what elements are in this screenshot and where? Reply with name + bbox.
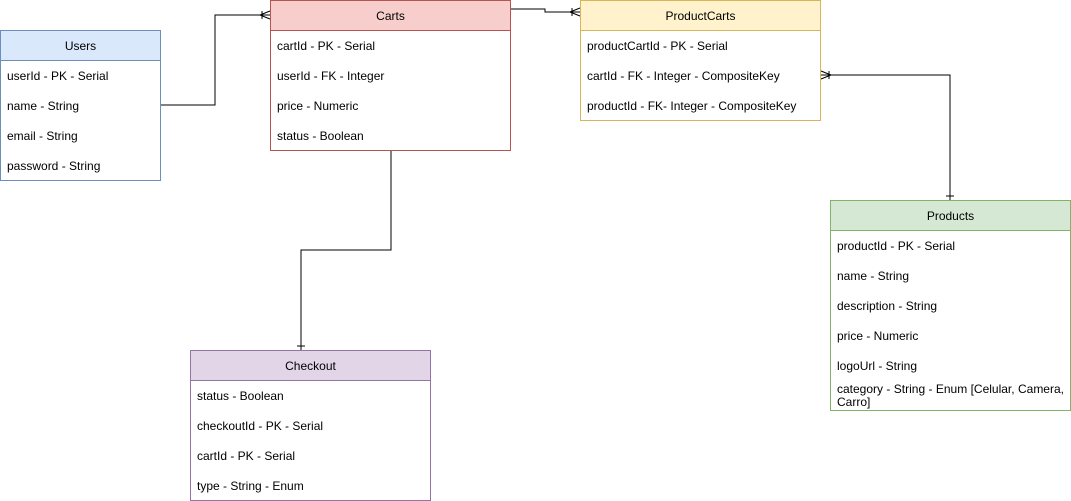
- checkout-title: Checkout: [191, 351, 430, 381]
- products-field: productId - PK - Serial: [837, 239, 956, 253]
- checkout-field: status - Boolean: [197, 389, 284, 403]
- users-field: name - String: [7, 99, 80, 113]
- products-field: description - String: [837, 299, 938, 313]
- carts-field: cartId - PK - Serial: [277, 39, 376, 53]
- productcarts-title: ProductCarts: [581, 1, 820, 31]
- users-carts-connector: [161, 14, 270, 106]
- productcarts-products-connector: [821, 74, 951, 200]
- products-table[interactable]: Products productId - PK - Serial name - …: [830, 200, 1071, 411]
- productcarts-field: cartId - FK - Integer - CompositeKey: [587, 69, 780, 83]
- productcarts-many-crowfoot: [569, 7, 581, 17]
- productcarts-table[interactable]: ProductCarts productCartId - PK - Serial…: [580, 0, 821, 121]
- carts-many-crowfoot: [259, 10, 271, 20]
- productcarts-products-crowfoot: [820, 70, 832, 80]
- carts-table[interactable]: Carts cartId - PK - Serial userId - FK -…: [270, 0, 511, 151]
- products-field: logoUrl - String: [837, 359, 918, 373]
- checkout-table[interactable]: Checkout status - Boolean checkoutId - P…: [190, 350, 431, 501]
- carts-productcarts-connector: [511, 8, 580, 13]
- productcarts-field: productCartId - PK - Serial: [587, 39, 728, 53]
- productcarts-field: productId - FK- Integer - CompositeKey: [587, 99, 797, 113]
- carts-field: userId - FK - Integer: [277, 69, 385, 83]
- products-field: name - String: [837, 269, 910, 283]
- users-table[interactable]: Users userId - PK - Serial name - String…: [0, 30, 161, 181]
- checkout-field: checkoutId - PK - Serial: [197, 419, 324, 433]
- products-title: Products: [831, 201, 1070, 231]
- products-field: price - Numeric: [837, 329, 919, 343]
- users-title: Users: [1, 31, 160, 61]
- users-field: password - String: [7, 159, 101, 173]
- carts-field: price - Numeric: [277, 99, 359, 113]
- products-field: category - String - Enum [Celular, Camer…: [837, 382, 1064, 409]
- users-field: email - String: [7, 129, 78, 143]
- checkout-field: type - String - Enum: [197, 479, 304, 493]
- carts-checkout-connector: [300, 151, 392, 350]
- carts-title: Carts: [271, 1, 510, 31]
- users-field: userId - PK - Serial: [7, 69, 109, 83]
- carts-field: status - Boolean: [277, 129, 364, 143]
- checkout-field: cartId - PK - Serial: [197, 449, 296, 463]
